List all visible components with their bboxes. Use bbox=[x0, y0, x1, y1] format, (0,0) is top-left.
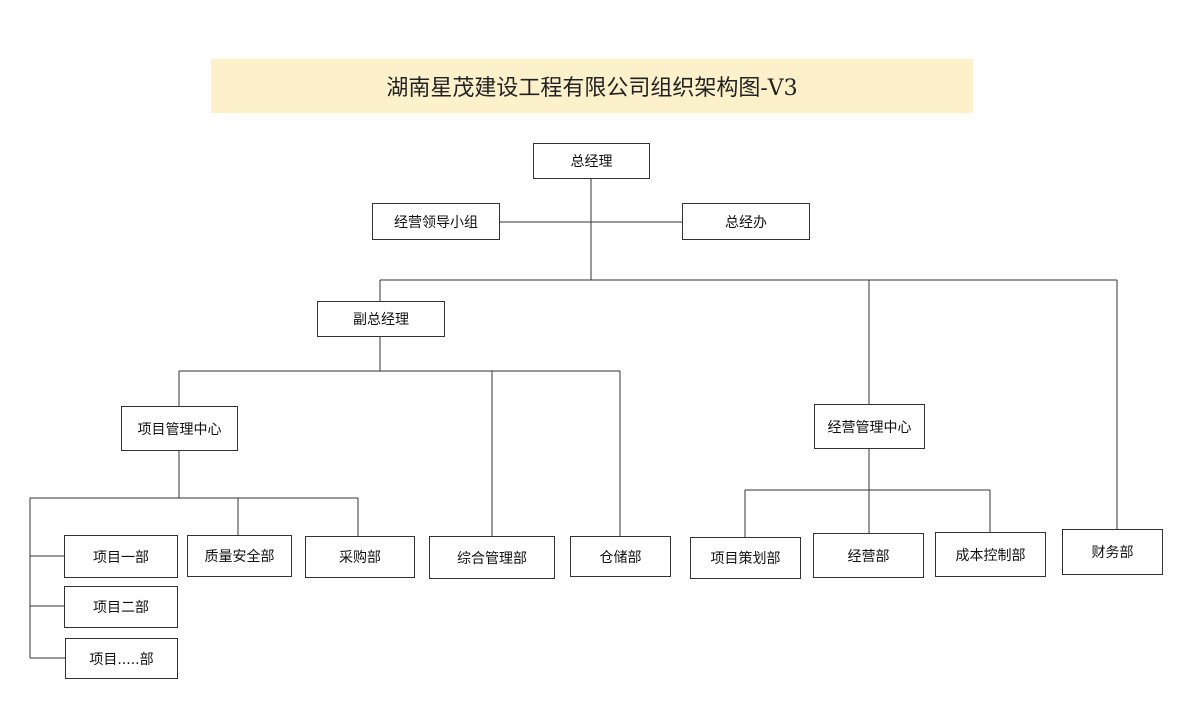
node-project-dept-1: 项目一部 bbox=[64, 535, 178, 578]
node-general-manager: 总经理 bbox=[533, 143, 650, 179]
node-business-dept: 经营部 bbox=[813, 533, 924, 578]
chart-title: 湖南星茂建设工程有限公司组织架构图-V3 bbox=[386, 76, 798, 101]
node-label: 项目管理中心 bbox=[137, 421, 222, 438]
node-label: 项目二部 bbox=[93, 600, 149, 616]
node-label: 成本控制部 bbox=[955, 547, 1026, 564]
node-label: 总经办 bbox=[725, 214, 767, 231]
title-banner: 湖南星茂建设工程有限公司组织架构图-V3 bbox=[211, 59, 973, 113]
node-label: 经营管理中心 bbox=[827, 419, 912, 436]
node-label: 仓储部 bbox=[599, 549, 642, 566]
node-label: 项目.....部 bbox=[89, 651, 154, 668]
node-deputy-gm: 副总经理 bbox=[317, 301, 445, 337]
node-label: 经营部 bbox=[847, 548, 890, 565]
node-project-dept-n: 项目.....部 bbox=[65, 638, 178, 679]
node-business-mgmt-center: 经营管理中心 bbox=[814, 404, 925, 449]
node-label: 经营领导小组 bbox=[394, 214, 478, 231]
node-label: 财务部 bbox=[1091, 545, 1134, 561]
node-project-planning-dept: 项目策划部 bbox=[690, 537, 801, 579]
node-label: 项目策划部 bbox=[710, 551, 781, 567]
node-label: 项目一部 bbox=[93, 549, 149, 566]
node-quality-safety-dept: 质量安全部 bbox=[187, 535, 292, 577]
node-project-dept-2: 项目二部 bbox=[64, 586, 178, 628]
node-label: 采购部 bbox=[339, 550, 381, 566]
node-warehouse-dept: 仓储部 bbox=[570, 536, 671, 577]
node-gm-office: 总经办 bbox=[682, 203, 810, 240]
node-finance-dept: 财务部 bbox=[1062, 529, 1163, 575]
node-cost-control-dept: 成本控制部 bbox=[935, 532, 1046, 577]
node-label: 综合管理部 bbox=[457, 550, 527, 567]
node-general-admin-dept: 综合管理部 bbox=[429, 536, 555, 579]
node-business-leading-group: 经营领导小组 bbox=[372, 203, 500, 240]
node-label: 总经理 bbox=[570, 154, 613, 170]
node-project-mgmt-center: 项目管理中心 bbox=[121, 406, 238, 451]
node-purchasing-dept: 采购部 bbox=[305, 536, 415, 578]
node-label: 副总经理 bbox=[353, 312, 409, 328]
node-label: 质量安全部 bbox=[204, 549, 275, 565]
